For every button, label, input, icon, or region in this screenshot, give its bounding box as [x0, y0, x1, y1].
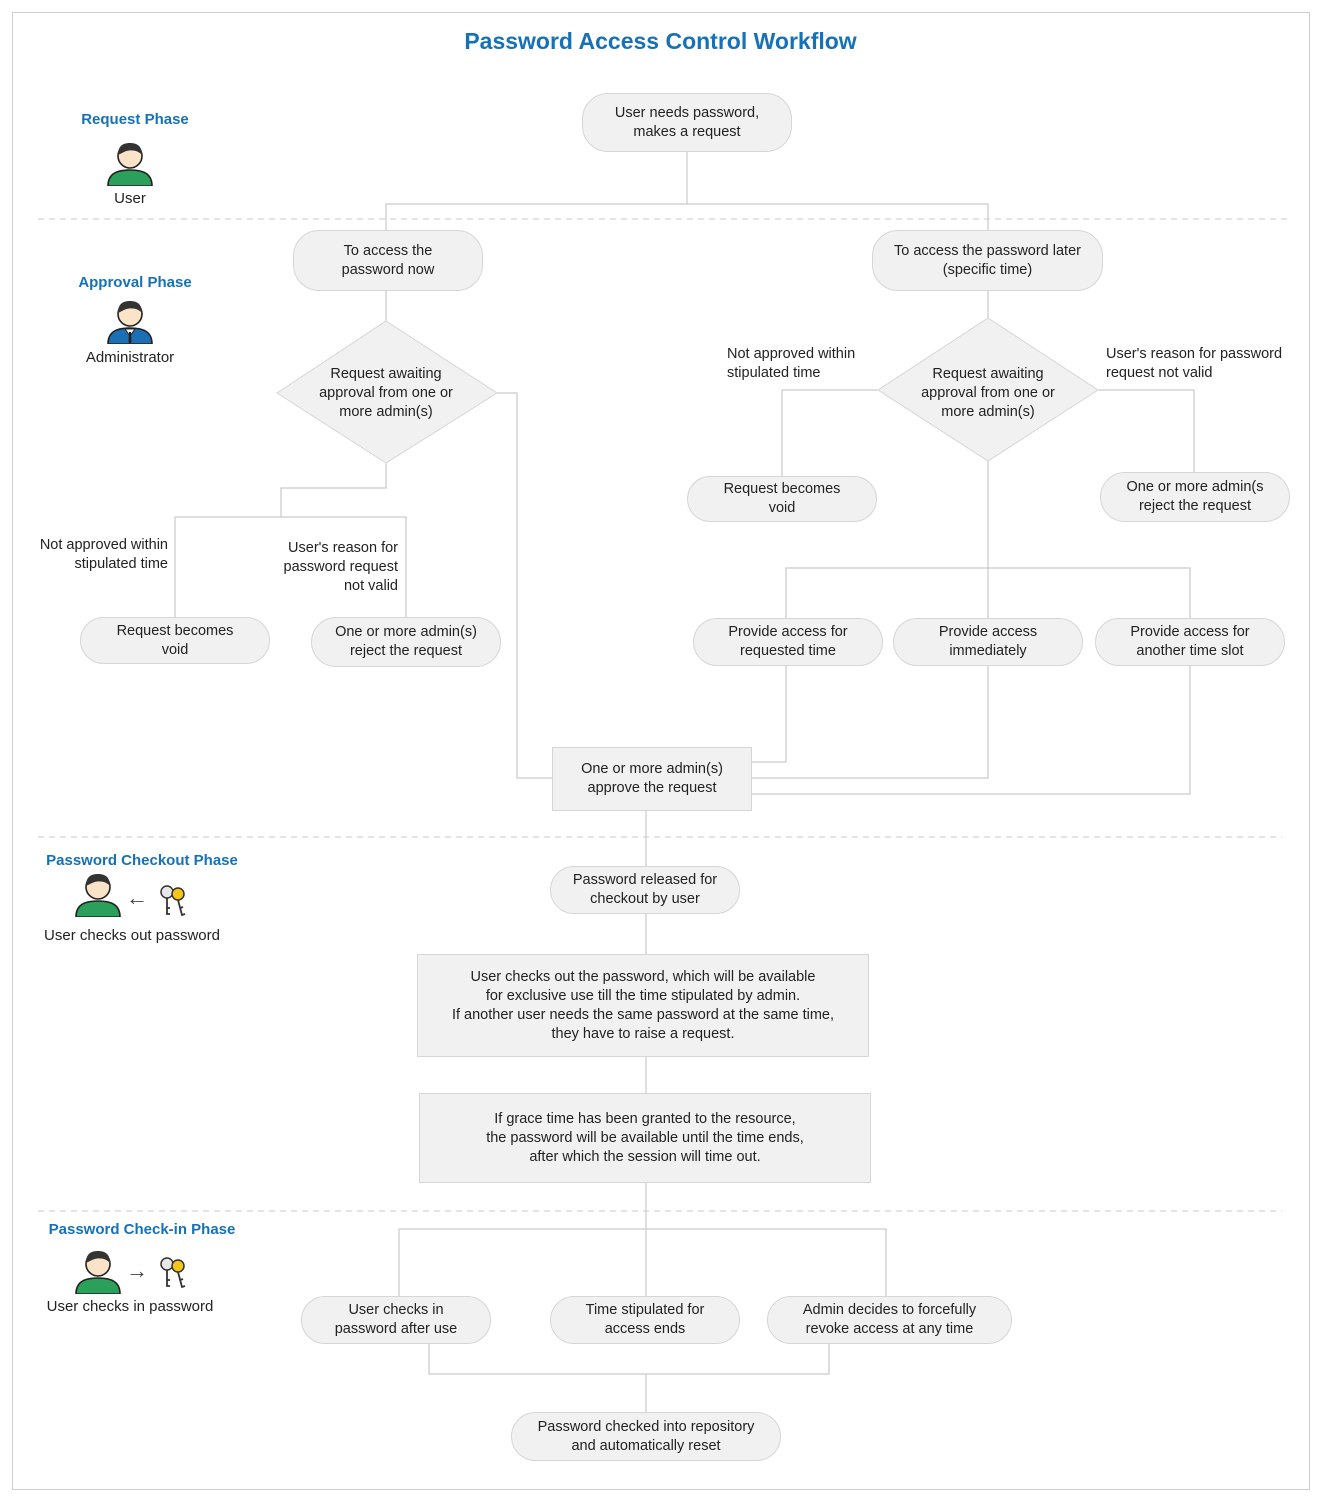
phase-request-label: Request Phase	[81, 111, 189, 128]
arrow-right-icon: →	[126, 1258, 148, 1283]
node-admin-reject-left: One or more admin(s) reject the request	[311, 617, 501, 667]
phase-checkin-label: Password Check-in Phase	[48, 1221, 236, 1238]
phase-approval-label: Approval Phase	[78, 274, 192, 291]
label-right-not-approved: Not approved within stipulated time	[727, 346, 856, 381]
keys-icon	[160, 1257, 186, 1289]
node-request-void-left: Request becomes void	[80, 617, 270, 664]
role-user: User	[114, 190, 146, 207]
node-time-ends: Time stipulated for access ends	[550, 1296, 740, 1344]
node-grace-time-description: If grace time has been granted to the re…	[419, 1093, 871, 1183]
administrator-icon	[107, 301, 153, 344]
node-admin-approve: One or more admin(s) approve the request	[552, 747, 752, 811]
arrow-left-icon: ←	[126, 885, 148, 910]
diagram-frame	[12, 12, 1310, 1490]
diagram-title: Password Access Control Workflow	[464, 28, 857, 54]
user-icon	[75, 874, 121, 917]
node-password-released: Password released for checkout by user	[550, 866, 740, 914]
label-left-not-approved: Not approved within stipulated time	[39, 537, 168, 572]
phase-checkout-label: Password Checkout Phase	[46, 852, 238, 869]
decision-left-text: Request awaiting approval from one or mo…	[319, 365, 453, 420]
node-request-void-right: Request becomes void	[687, 476, 877, 522]
user-icon	[107, 143, 153, 186]
label-right-reason-invalid: User's reason for password request not v…	[1106, 346, 1283, 381]
node-user-checks-in: User checks in password after use	[301, 1296, 491, 1344]
node-access-later: To access the password later (specific t…	[872, 230, 1103, 291]
label-left-reason-invalid: User's reason for password request not v…	[283, 540, 398, 594]
node-provide-immediately: Provide access immediately	[893, 618, 1083, 666]
node-user-request: User needs password, makes a request	[582, 93, 792, 152]
node-admin-revoke: Admin decides to forcefully revoke acces…	[767, 1296, 1012, 1344]
node-access-now: To access the password now	[293, 230, 483, 291]
node-provide-requested-time: Provide access for requested time	[693, 618, 883, 666]
node-checkout-description: User checks out the password, which will…	[417, 954, 869, 1057]
role-user-checkin: User checks in password	[46, 1298, 214, 1315]
keys-icon	[160, 885, 186, 917]
role-administrator: Administrator	[85, 349, 175, 366]
node-provide-another-slot: Provide access for another time slot	[1095, 618, 1285, 666]
node-admin-reject-right: One or more admin(s reject the request	[1100, 472, 1290, 522]
decision-diamond-right	[877, 317, 1099, 462]
node-password-checked-in: Password checked into repository and aut…	[511, 1412, 781, 1461]
role-user-checkout: User checks out password	[44, 927, 220, 944]
decision-diamond-left	[276, 320, 498, 464]
decision-right-text: Request awaiting approval from one or mo…	[921, 365, 1055, 420]
user-icon	[75, 1251, 121, 1294]
